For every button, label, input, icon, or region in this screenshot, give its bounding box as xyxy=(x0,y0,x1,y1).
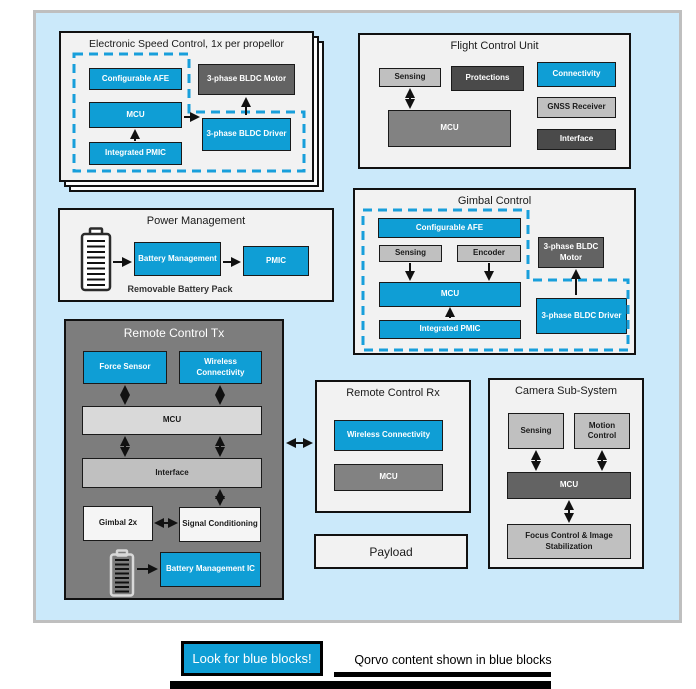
remote-tx-box: Remote Control Tx Force Sensor Wireless … xyxy=(64,319,284,600)
legend-bottom-bar xyxy=(170,681,551,689)
camera-title: Camera Sub-System xyxy=(514,385,618,397)
esc-integrated-pmic-block: Integrated PMIC xyxy=(89,142,182,165)
fcu-box: Flight Control Unit Sensing Protections … xyxy=(358,33,631,169)
legend-note: Qorvo content shown in blue blocks xyxy=(354,653,552,667)
fcu-connectivity-block: Connectivity xyxy=(537,62,616,87)
payload-title: Payload xyxy=(369,544,413,559)
removable-battery-caption: Removable Battery Pack xyxy=(127,284,233,294)
remote-rx-title: Remote Control Rx xyxy=(346,387,440,399)
fcu-mcu-block: MCU xyxy=(388,110,511,147)
gimbal-mcu-block: MCU xyxy=(379,282,521,307)
tx-mcu-block: MCU xyxy=(82,406,262,435)
rx-mcu-block: MCU xyxy=(334,464,443,491)
fcu-title: Flight Control Unit xyxy=(450,40,539,52)
gimbal-bldc-driver-block: 3-phase BLDC Driver xyxy=(536,298,627,334)
remote-rx-box: Remote Control Rx Wireless Connectivity … xyxy=(315,380,471,513)
power-box: Power Management Battery Management PMIC… xyxy=(58,208,334,302)
gimbal-box: Gimbal Control Configurable AFE Sensing … xyxy=(353,188,636,355)
tx-wireless-connectivity-block: Wireless Connectivity xyxy=(179,351,262,384)
gimbal-title: Gimbal Control xyxy=(457,195,532,207)
power-pmic-block: PMIC xyxy=(243,246,309,276)
esc-title: Electronic Speed Control, 1x per propell… xyxy=(89,38,284,50)
fcu-sensing-block: Sensing xyxy=(379,68,441,87)
legend-underline-bar xyxy=(334,672,551,677)
tx-force-sensor-block: Force Sensor xyxy=(83,351,167,384)
remote-tx-title: Remote Control Tx xyxy=(123,326,225,340)
gimbal-encoder-block: Encoder xyxy=(457,245,521,262)
battery-icon xyxy=(109,549,135,597)
tx-interface-block: Interface xyxy=(82,458,262,488)
gimbal-sensing-block: Sensing xyxy=(379,245,442,262)
power-title: Power Management xyxy=(146,215,246,227)
fcu-protections-block: Protections xyxy=(451,66,524,91)
payload-box: Payload xyxy=(314,534,468,569)
camera-box: Camera Sub-System Sensing Motion Control… xyxy=(488,378,644,569)
gimbal-integrated-pmic-block: Integrated PMIC xyxy=(379,320,521,339)
fcu-gnss-receiver-block: GNSS Receiver xyxy=(537,97,616,118)
tx-battery-management-ic-block: Battery Management IC xyxy=(160,552,261,587)
gimbal-bldc-motor-block: 3-phase BLDC Motor xyxy=(538,237,604,268)
battery-icon xyxy=(80,227,112,292)
esc-box: Electronic Speed Control, 1x per propell… xyxy=(59,31,314,182)
camera-mcu-block: MCU xyxy=(507,472,631,499)
esc-mcu-block: MCU xyxy=(89,102,182,128)
fcu-interface-block: Interface xyxy=(537,129,616,150)
camera-motion-control-block: Motion Control xyxy=(574,413,630,449)
camera-sensing-block: Sensing xyxy=(508,413,564,449)
power-battery-management-block: Battery Management xyxy=(134,242,221,276)
tx-gimbal-2x-block: Gimbal 2x xyxy=(83,506,153,541)
esc-bldc-motor-block: 3-phase BLDC Motor xyxy=(198,64,295,95)
tx-signal-conditioning-block: Signal Conditioning xyxy=(179,507,261,542)
esc-configurable-afe-block: Configurable AFE xyxy=(89,68,182,90)
camera-focus-control-block: Focus Control & Image Stabilization xyxy=(507,524,631,559)
legend-blue-badge: Look for blue blocks! xyxy=(181,641,323,676)
esc-bldc-driver-block: 3-phase BLDC Driver xyxy=(202,118,291,151)
rx-wireless-connectivity-block: Wireless Connectivity xyxy=(334,420,443,451)
gimbal-configurable-afe-block: Configurable AFE xyxy=(378,218,521,238)
